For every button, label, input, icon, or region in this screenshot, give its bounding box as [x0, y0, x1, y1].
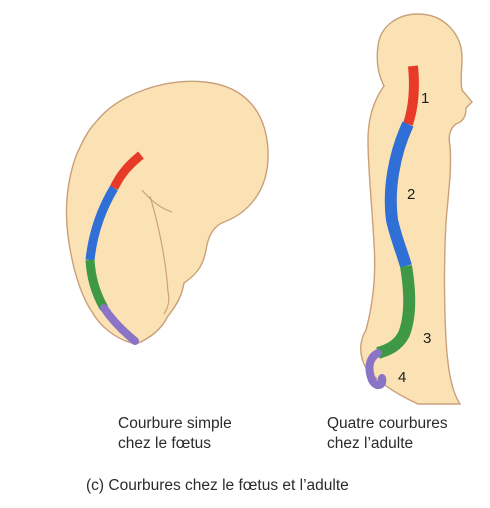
- adult-spine-cervical: [408, 66, 414, 124]
- region-number-2: 2: [407, 186, 415, 203]
- figure-caption: (c) Courbures chez le fœtus et l’adulte: [86, 477, 349, 495]
- adult-caption-line-1: Quatre courbures: [327, 414, 448, 434]
- region-number-3: 3: [423, 330, 431, 347]
- adult-caption-line-2: chez l’adulte: [327, 434, 448, 454]
- region-number-1: 1: [421, 90, 429, 107]
- adult-caption: Quatre courbures chez l’adulte: [327, 414, 448, 454]
- fetus-caption-line-2: chez le fœtus: [118, 434, 232, 454]
- fetus-caption-line-1: Courbure simple: [118, 414, 232, 434]
- fetus-caption: Courbure simple chez le fœtus: [118, 414, 232, 454]
- fetus-silhouette: [66, 81, 268, 344]
- region-number-4: 4: [398, 369, 406, 386]
